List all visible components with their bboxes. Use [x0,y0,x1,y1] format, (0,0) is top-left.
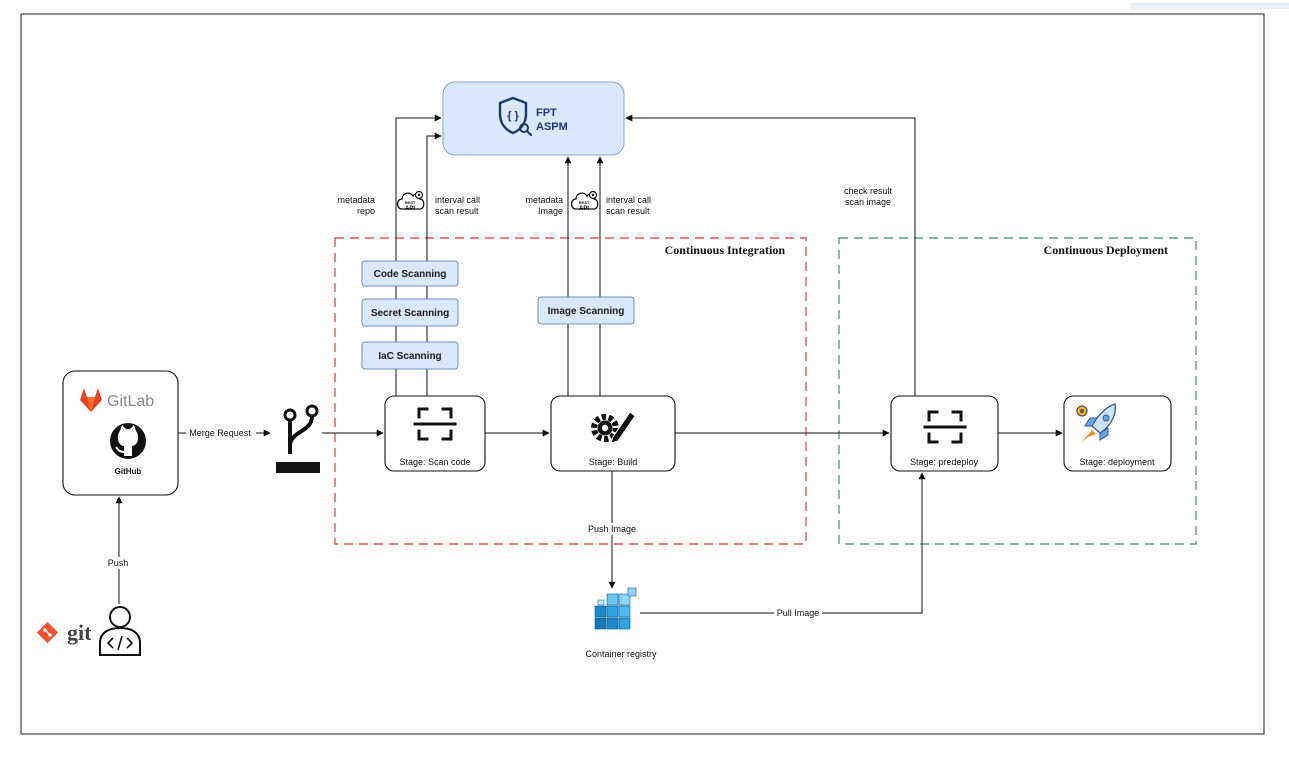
gear-pencil-icon [591,411,636,444]
git-logo-icon [36,621,59,644]
push-image-label: Push Image [588,524,636,534]
rest-api-icon: REST API [396,190,425,212]
stage-deployment-label: Stage: deployment [1079,457,1155,467]
source-repo-node[interactable]: GitLab GitHub [62,370,179,496]
secret-scanning-label: Secret Scanning [371,308,449,319]
check-result-label-1: check result [844,186,893,196]
container-registry-label: Container registry [585,649,657,659]
container-registry-icon [594,587,637,630]
svg-text:REST: REST [405,200,416,205]
aspm-title-line2: ASPM [536,121,568,133]
iac-scanning-node[interactable]: IaC Scanning [361,341,459,370]
rest-api-icon: REST API [570,190,599,212]
stage-predeploy-label: Stage: predeploy [910,457,979,467]
push-label: Push [108,558,129,568]
cd-group [838,237,1197,545]
image-scanning-node[interactable]: Image Scanning [537,296,635,325]
ci-group-title: Continuous Integration [665,243,786,257]
github-wordmark: GitHub [115,467,142,476]
push-image-label-bg [585,523,639,535]
code-scanning-node[interactable]: Code Scanning [361,260,459,287]
interval-call-label-2a: interval call [606,195,651,205]
secret-scanning-node[interactable]: Secret Scanning [361,298,459,327]
edge-check-result [625,114,916,396]
interval-call-label-1a: interval call [435,195,480,205]
metadata-image-label-1: metadata [525,195,563,205]
interval-call-label-2b: scan result [606,206,650,216]
metadata-repo-label-1: metadata [337,195,375,205]
code-scanning-label: Code Scanning [374,269,447,280]
stage-deployment-node[interactable]: Stage: deployment [1063,395,1172,472]
scan-frame-icon [923,410,967,444]
svg-text:{ }: { } [507,110,519,122]
rocket-icon [1076,403,1117,443]
stage-scan-code-label: Stage: Scan code [399,457,470,467]
interval-call-label-1b: scan result [435,206,479,216]
cd-group-title: Continuous Deployment [1044,243,1168,257]
merge-request-icon [276,404,320,473]
merge-label-bg [186,427,256,439]
aspm-node[interactable]: { } FPT ASPM [442,81,625,156]
ci-group [334,237,807,545]
push-label-bg [102,557,134,569]
svg-text:API: API [405,206,415,212]
merge-request-label: Merge Request [189,428,251,438]
aspm-title-line1: FPT [536,107,557,119]
stage-predeploy-node[interactable]: Stage: predeploy [890,395,999,472]
stage-scan-code-node[interactable]: Stage: Scan code [384,395,486,472]
git-wordmark: git [67,620,92,645]
image-scanning-label: Image Scanning [548,306,625,317]
svg-text:REST: REST [579,200,590,205]
edge-pull-image [640,472,926,614]
svg-text:API: API [579,206,589,212]
scan-frame-icon [413,407,457,441]
pull-image-label: Pull Image [777,608,820,618]
stage-build-node[interactable]: Stage: Build [550,395,676,472]
metadata-repo-label-2: repo [357,206,375,216]
iac-scanning-label: IaC Scanning [378,351,441,362]
diagram-frame [20,13,1265,735]
github-logo-icon [110,423,146,459]
check-result-label-2: scan image [845,197,891,207]
pull-image-label-bg [774,607,822,619]
shield-braces-icon: { } [498,96,533,137]
top-right-shadow [1130,3,1289,9]
metadata-image-label-2: Image [538,206,563,216]
gitlab-wordmark: GitLab [107,393,154,410]
developer-icon [99,606,141,656]
stage-build-label: Stage: Build [589,457,638,467]
gitlab-logo-icon [80,388,102,412]
